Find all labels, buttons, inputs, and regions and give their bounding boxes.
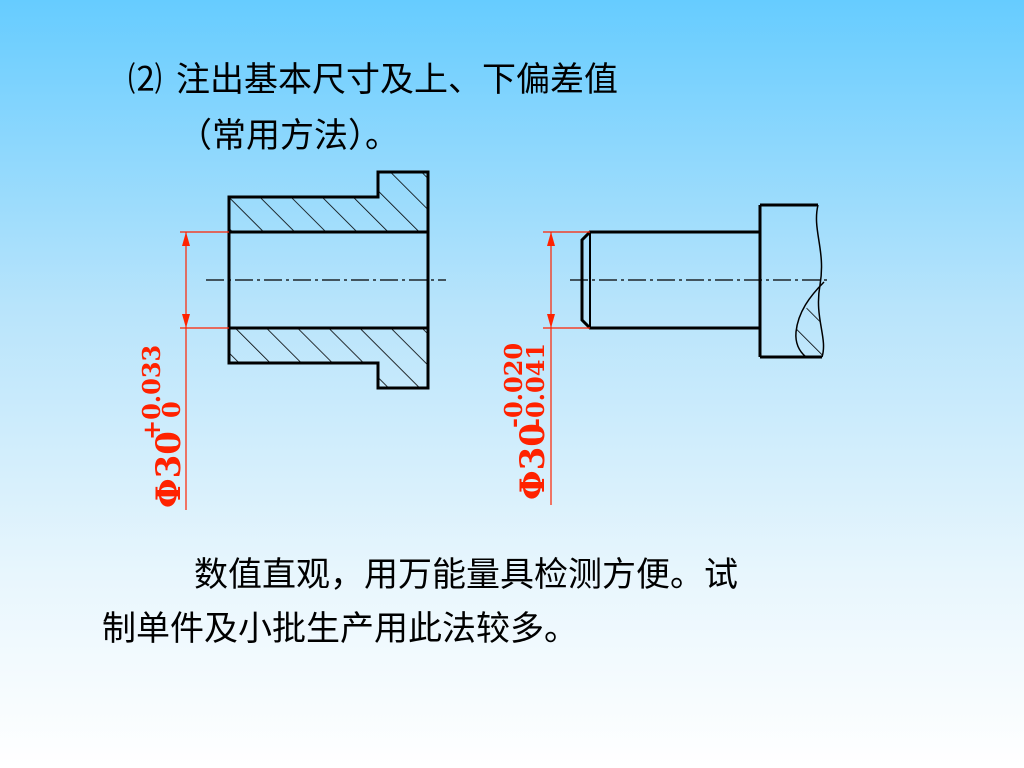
heading-line1: 注出基本尺寸及上、下偏差值 <box>176 60 618 100</box>
shaft-part <box>570 203 830 359</box>
heading-line2: （常用方法）。 <box>178 116 399 156</box>
body-paragraph: 数值直观，用万能量具检测方便。试 制单件及小批生产用此法较多。 <box>102 548 942 656</box>
heading-number: ⑵ <box>128 60 162 100</box>
body-line2: 制单件及小批生产用此法较多。 <box>102 609 578 649</box>
hole-dimension: Φ30 +0.033 0 <box>137 231 229 510</box>
shaft-dimension: Φ30 -0.020 -0.041 <box>499 231 590 505</box>
body-line1: 数值直观，用万能量具检测方便。试 <box>194 555 738 595</box>
shaft-lower-deviation: -0.041 <box>521 343 550 428</box>
bushing-top-wall <box>227 170 430 234</box>
slide-heading: ⑵ 注出基本尺寸及上、下偏差值 （常用方法）。 <box>128 52 618 164</box>
hole-lower-deviation: 0 <box>157 401 186 418</box>
bushing-part <box>206 170 446 390</box>
hole-upper-deviation: +0.033 <box>137 345 166 440</box>
bushing-bottom-wall <box>227 326 430 390</box>
shaft-upper-deviation: -0.020 <box>499 343 528 428</box>
hole-basic-size: Φ30 <box>149 431 189 508</box>
shaft-partial-section <box>795 285 824 357</box>
shaft-basic-size: Φ30 <box>513 423 553 500</box>
